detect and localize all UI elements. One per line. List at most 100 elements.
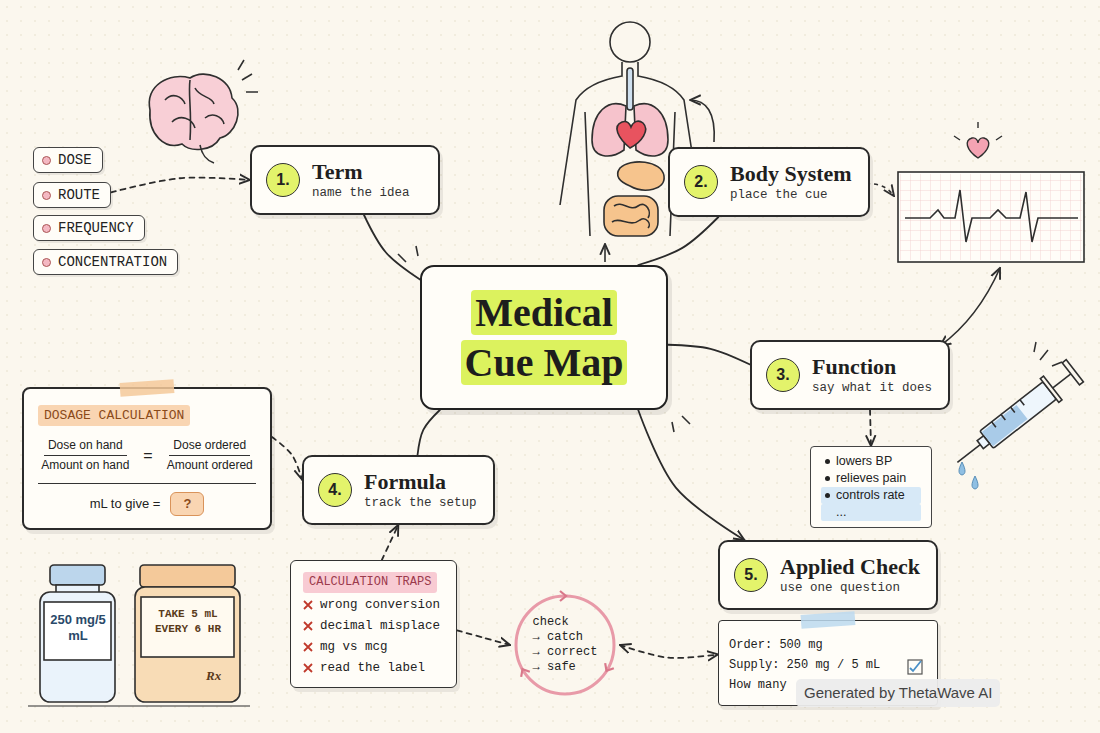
tape-strip <box>801 611 856 629</box>
divider <box>38 483 256 484</box>
cross-mark <box>303 663 313 673</box>
branch-row: 1. Termname the idea <box>266 159 422 201</box>
trap-row: read the label <box>303 659 444 677</box>
pointer-arrow <box>604 244 606 262</box>
spark-marks <box>1034 342 1062 366</box>
callout-number: 1. <box>266 163 300 197</box>
formula-card: DOSAGE CALCULATIONDose on handAmount on … <box>22 387 272 530</box>
tag-dot <box>42 224 51 233</box>
bullet <box>825 476 830 481</box>
branch-box: 1. Termname the idea <box>250 145 440 215</box>
branch-title: Formula <box>364 469 477 495</box>
ecg-monitor <box>898 172 1084 262</box>
branch-text: Formulatrack the setup <box>364 469 477 511</box>
bottle-icon <box>135 565 240 702</box>
branch-row: 4. Formulatrack the setup <box>318 469 477 511</box>
term-label: DOSE <box>58 152 92 168</box>
callout-number: 5. <box>734 558 768 592</box>
branch-text: Applied Checkuse one question <box>780 554 920 596</box>
branch-subtitle: place the cue <box>730 187 852 203</box>
branch-row: 5. Applied Checkuse one question <box>734 554 920 596</box>
body-figure <box>627 68 633 110</box>
body-figure <box>610 22 650 62</box>
checkbox <box>910 661 921 671</box>
question-line: Supply: 250 mg / 5 mL <box>729 655 925 675</box>
branch-title: Term <box>312 159 410 185</box>
traps-card: CALCULATION TRAPSwrong conversiondecimal… <box>290 560 457 688</box>
callout-number: 3. <box>766 358 800 392</box>
list-row: ... <box>821 504 921 521</box>
pointer-arrow <box>866 184 894 196</box>
formula-equals: = <box>143 448 152 463</box>
map-title: Medical Cue Map <box>461 290 628 385</box>
cross-mark <box>304 643 312 651</box>
body-figure <box>604 196 658 236</box>
branch-text: Functionsay what it does <box>812 354 932 396</box>
check-cycle: check→ catch→ correct→ safe <box>510 590 620 700</box>
syringe-icon <box>992 400 1025 428</box>
branch-title: Applied Check <box>780 554 920 580</box>
answer-box: ? <box>170 492 204 516</box>
tag-dot <box>42 191 51 200</box>
cross-mark <box>303 642 313 652</box>
body-figure <box>617 121 646 148</box>
formula-term: Dose on hand <box>44 438 127 456</box>
connector <box>668 345 750 365</box>
liquid-drops <box>959 462 978 489</box>
syringe-icon <box>948 359 1084 474</box>
pointer-arrow <box>690 100 714 142</box>
brain-icon <box>149 60 258 163</box>
card-heading: CALCULATION TRAPS <box>303 572 437 593</box>
connector <box>638 217 718 265</box>
cross-mark <box>303 600 313 610</box>
cycle-ring <box>516 596 614 694</box>
syringe-icon <box>1040 376 1062 402</box>
cycle-ring <box>518 667 530 677</box>
tape-strip <box>120 379 175 397</box>
term-tag: DOSE <box>33 147 103 173</box>
term-label: ROUTE <box>58 187 100 203</box>
formula-row: Dose on handAmount on hand=Dose orderedA… <box>38 438 256 473</box>
cycle-step: → safe <box>533 660 576 675</box>
ecg-monitor <box>905 190 1078 242</box>
cross-mark <box>303 621 313 631</box>
branch-subtitle: track the setup <box>364 495 477 511</box>
liquid-drops <box>972 476 978 489</box>
function-list: lowers BPrelieves paincontrols rate... <box>810 446 932 528</box>
branch-text: Body Systemplace the cue <box>730 161 852 203</box>
formula-result: mL to give = <box>90 495 161 513</box>
cross-mark <box>304 622 312 630</box>
formula-term: Amount ordered <box>163 456 257 473</box>
list-row: relieves pain <box>821 470 921 487</box>
term-label: FREQUENCY <box>58 220 134 236</box>
trap-item: read the label <box>320 659 425 677</box>
formula-term: Dose ordered <box>169 438 250 456</box>
term-tag: CONCENTRATION <box>33 249 178 275</box>
branch-text: Termname the idea <box>312 159 410 201</box>
function-item: lowers BP <box>836 453 892 470</box>
ecg-monitor <box>900 174 1082 260</box>
term-tag: ROUTE <box>33 182 111 208</box>
body-figure <box>618 162 665 190</box>
question-line: Order: 500 mg <box>729 635 925 655</box>
liquid-drops <box>959 462 965 475</box>
fraction: Dose orderedAmount ordered <box>163 438 257 473</box>
heart-icon <box>967 138 989 158</box>
branch-title: Body System <box>730 161 852 187</box>
trap-item: decimal misplace <box>320 617 440 635</box>
connector <box>869 410 872 446</box>
central-topic: Medical Cue Map <box>420 265 668 410</box>
term-label: CONCENTRATION <box>58 254 167 270</box>
connector <box>418 410 440 455</box>
brain-icon <box>165 80 224 140</box>
callout-number: 4. <box>318 473 352 507</box>
connector <box>111 178 250 193</box>
cross-mark <box>304 664 312 672</box>
rx-mark: Rx <box>206 668 221 684</box>
syringe-icon <box>977 436 989 449</box>
list-row: controls rate <box>821 487 921 504</box>
cycle-step: → catch <box>533 630 583 645</box>
branch-box: 2.Body Systemplace the cue <box>668 147 870 217</box>
bottle-label: TAKE 5 mL EVERY 6 HR <box>146 607 230 637</box>
